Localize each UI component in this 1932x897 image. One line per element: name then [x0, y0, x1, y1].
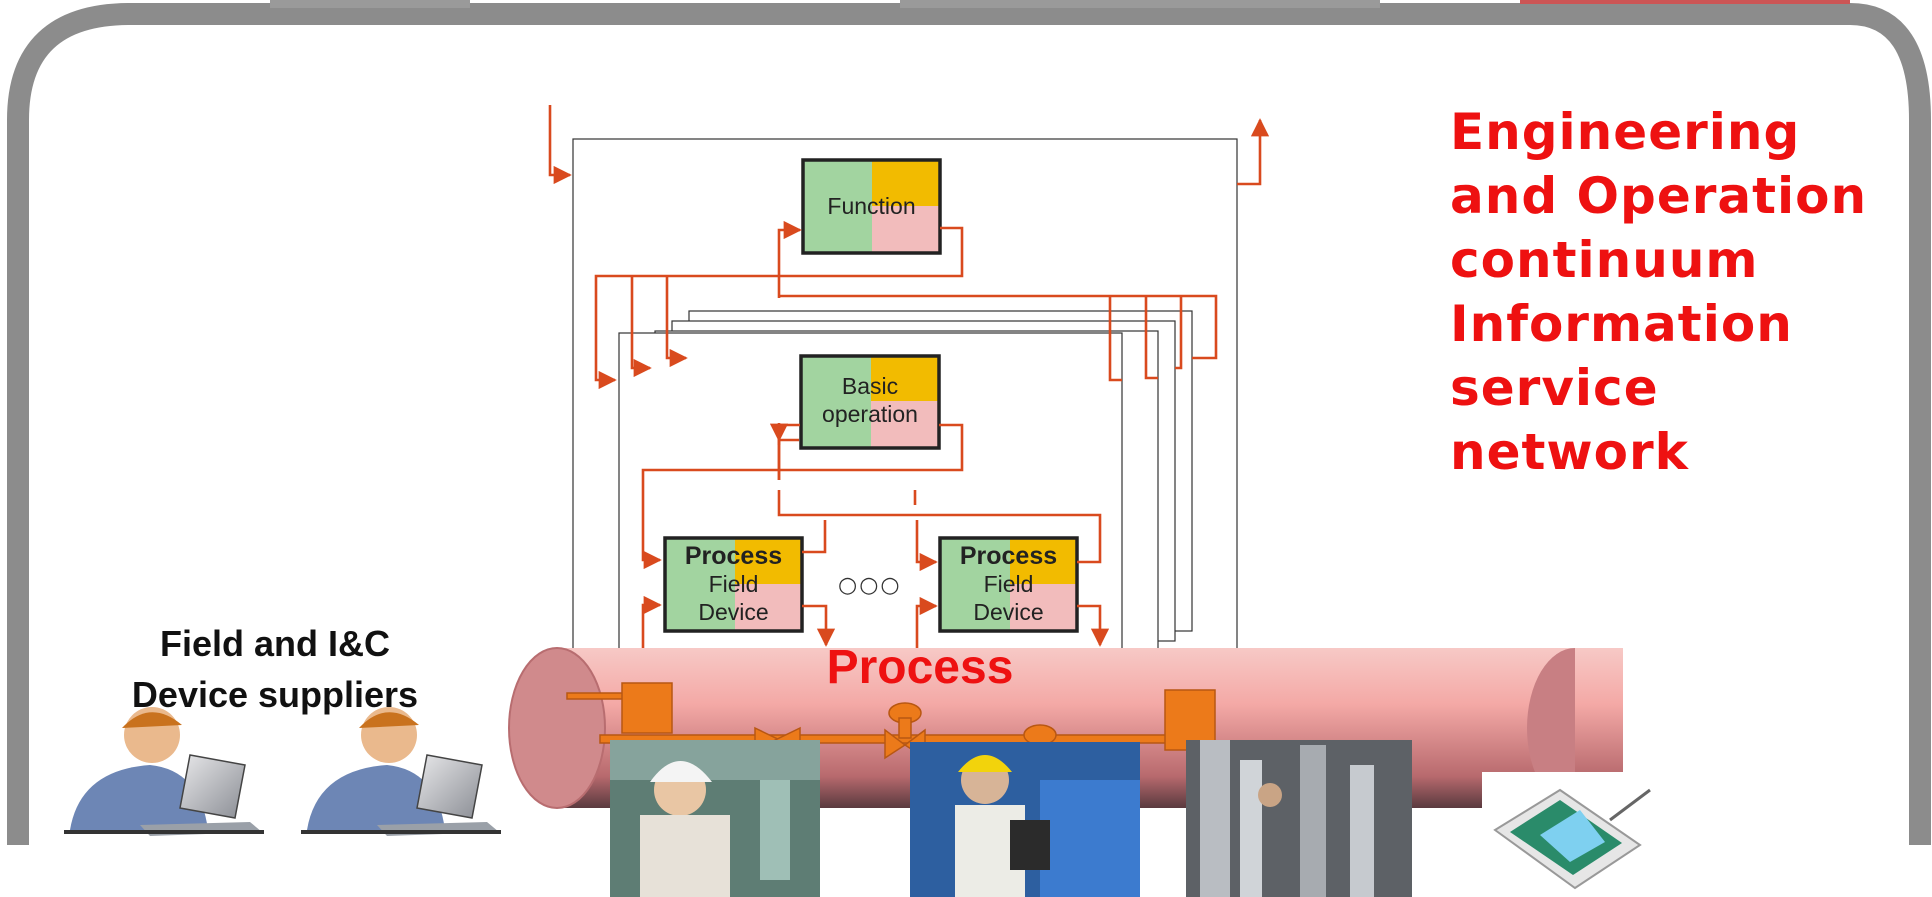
process-device-label-left: Process Field Device	[665, 542, 802, 626]
network-title-line1: Engineering	[1450, 103, 1801, 161]
field-photo-1	[610, 740, 820, 897]
engineer-with-laptop-2	[301, 707, 501, 836]
basic-operation-label-line1: Basic	[841, 373, 899, 399]
supplier-label: Field and I&C Device suppliers	[100, 618, 450, 720]
process-pipe-label: Process	[826, 641, 1014, 694]
process-device-label-line1: Process	[959, 542, 1058, 570]
network-title-line4: Information	[1450, 295, 1793, 353]
field-photo-2	[910, 742, 1140, 897]
supplier-label-line1: Field and I&C	[159, 623, 390, 664]
supplier-label-line2: Device suppliers	[131, 674, 419, 715]
process-device-label-line3: Device	[698, 599, 769, 625]
process-device-box-right	[938, 536, 1079, 633]
basic-operation-label: Basic operation	[801, 372, 939, 428]
process-device-label-line3: Device	[973, 599, 1044, 625]
process-device-label-line2: Field	[708, 571, 759, 597]
tablet-icon	[1482, 772, 1652, 890]
function-label: Function	[827, 193, 916, 219]
ellipsis-dots: ○○○	[838, 573, 902, 598]
process-device-label-line2: Field	[983, 571, 1034, 597]
network-title-line5: service	[1450, 359, 1659, 417]
process-device-label-right: Process Field Device	[940, 542, 1077, 626]
function-box	[801, 158, 942, 255]
connector-lines	[548, 105, 1270, 650]
process-device-label-line1: Process	[684, 542, 783, 570]
basic-operation-box	[799, 354, 941, 450]
basic-operation-label-line2: operation	[822, 401, 918, 427]
field-photo-3	[1186, 740, 1412, 897]
engineer-with-laptop-1	[64, 707, 264, 836]
network-title-line2: and Operation	[1450, 167, 1868, 225]
network-title: Engineering and Operation continuum Info…	[1450, 100, 1920, 484]
network-title-line3: continuum	[1450, 231, 1759, 289]
process-device-box-left	[663, 536, 804, 633]
instrument-line	[566, 682, 1216, 762]
outer-frame	[7, 3, 1931, 845]
network-title-line6: network	[1450, 423, 1689, 481]
